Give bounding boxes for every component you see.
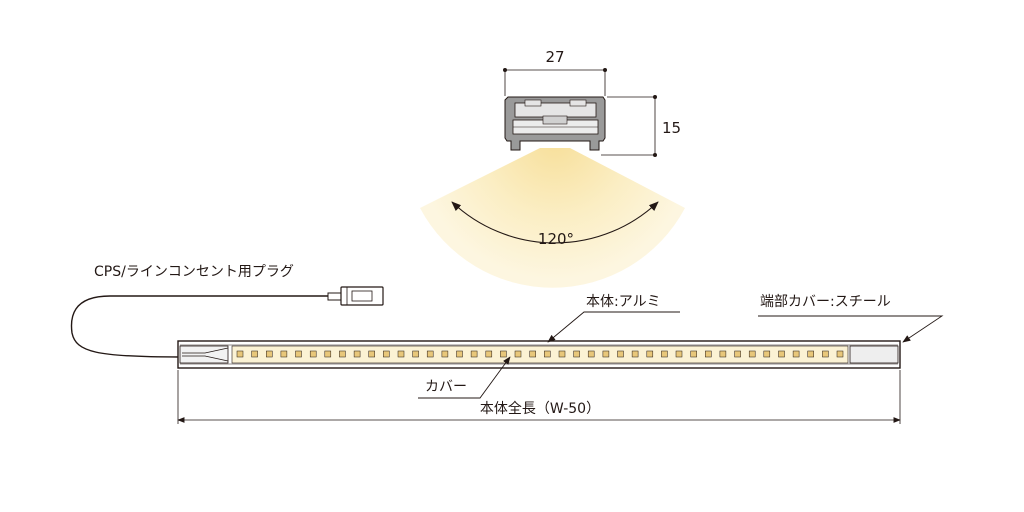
led-chip xyxy=(426,350,434,358)
led-chip xyxy=(646,350,654,358)
led-chip xyxy=(705,350,712,358)
led-chip xyxy=(236,350,244,358)
end-cover-leader xyxy=(758,315,944,343)
led-chip xyxy=(251,350,258,358)
power-cable xyxy=(70,295,330,358)
led-chip xyxy=(397,350,405,358)
led-chip xyxy=(617,350,624,358)
body-material-leader xyxy=(547,311,680,343)
led-chip xyxy=(324,350,332,358)
led-chip xyxy=(339,350,346,358)
beam-angle-label: 120° xyxy=(538,230,574,248)
led-chip xyxy=(383,350,390,358)
end-cover xyxy=(849,345,899,364)
led-chip xyxy=(295,350,302,358)
plug-label: CPS/ラインコンセント用プラグ xyxy=(94,264,294,280)
led-bar-body xyxy=(177,340,901,369)
led-chip xyxy=(631,350,639,358)
led-chip xyxy=(456,350,463,358)
light-beam-cone xyxy=(420,148,685,288)
led-chip xyxy=(748,350,756,358)
led-chip xyxy=(573,350,580,358)
height-label: 15 xyxy=(662,119,681,137)
led-chip xyxy=(734,350,741,358)
led-chip xyxy=(587,350,595,358)
led-chip xyxy=(690,350,697,358)
led-chip xyxy=(763,350,771,358)
led-chip xyxy=(470,350,478,358)
led-chip xyxy=(266,350,273,358)
width-label: 27 xyxy=(545,48,564,66)
led-chip xyxy=(558,350,566,358)
led-chip xyxy=(309,350,317,358)
body-material-label: 本体:アルミ xyxy=(586,294,661,310)
led-chip xyxy=(602,350,610,358)
led-chip xyxy=(792,350,800,358)
led-chip xyxy=(778,350,785,358)
led-chip xyxy=(836,350,844,358)
led-chip xyxy=(807,350,814,358)
width-dimension xyxy=(503,68,607,96)
led-chip xyxy=(661,350,668,358)
total-length-label: 本体全長（W-50） xyxy=(480,400,600,417)
height-dimension xyxy=(601,95,657,157)
led-chip xyxy=(412,350,419,358)
led-chip xyxy=(529,350,536,358)
led-strip xyxy=(231,345,849,364)
cover-leader xyxy=(418,356,511,399)
led-chip xyxy=(822,350,829,358)
cover-label: カバー xyxy=(425,379,467,395)
end-cover-label: 端部カバー:スチール xyxy=(760,294,891,310)
led-dots xyxy=(236,350,844,358)
total-length-dimension xyxy=(177,370,901,424)
cps-plug xyxy=(327,286,384,306)
led-chip xyxy=(719,350,727,358)
led-chip xyxy=(544,350,551,358)
led-chip xyxy=(368,350,375,358)
led-chip xyxy=(675,350,683,358)
led-chip xyxy=(353,350,361,358)
led-chip xyxy=(500,350,507,358)
beam-angle-arc xyxy=(451,201,659,244)
led-chip xyxy=(280,350,288,358)
cross-section-profile xyxy=(504,96,606,151)
led-chip xyxy=(514,350,522,358)
led-chip xyxy=(485,350,493,358)
led-chip xyxy=(441,350,449,358)
